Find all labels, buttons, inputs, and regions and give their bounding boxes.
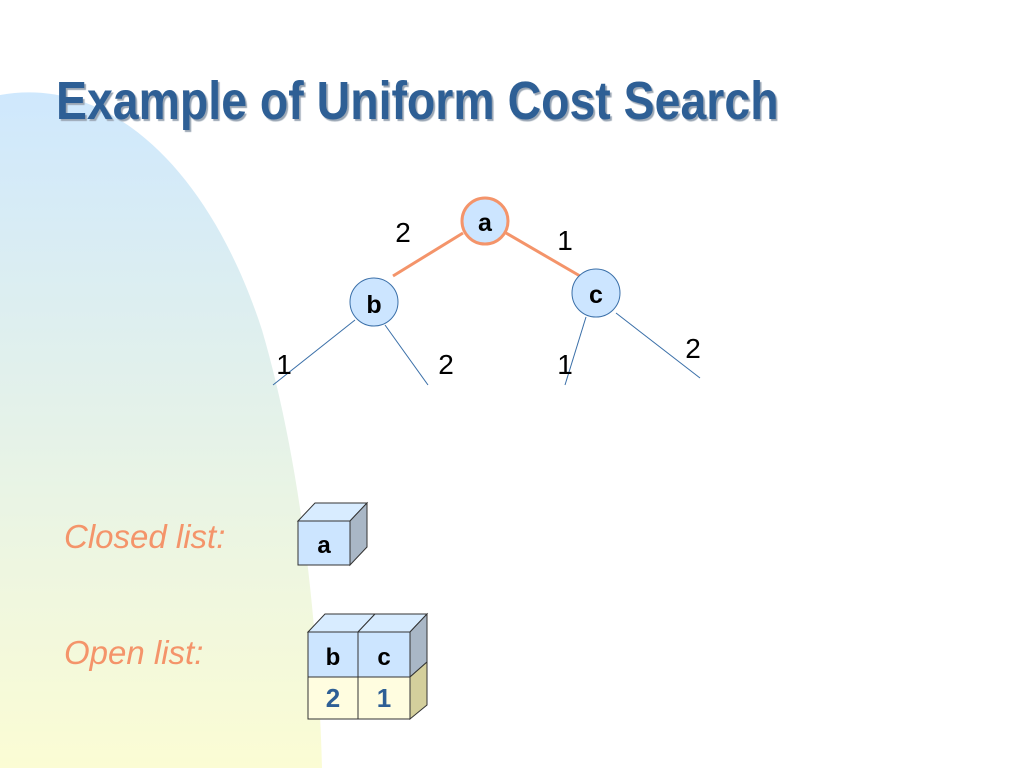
edge-cost-labels: 2 1 1 2 1 2 bbox=[276, 217, 701, 380]
node-label-a: a bbox=[478, 209, 493, 237]
closed-list-item-label: a bbox=[317, 532, 331, 559]
edge-cost-b-right: 2 bbox=[438, 349, 454, 380]
open-list-cost-cell-c bbox=[357, 676, 411, 720]
node-label-c: c bbox=[589, 281, 603, 309]
edge-cost-a-b: 2 bbox=[395, 217, 411, 248]
tree-node-a: a bbox=[460, 196, 510, 246]
open-list-node-label-c: c bbox=[377, 644, 390, 671]
edge-cost-c-right: 2 bbox=[685, 333, 701, 364]
tree-edges bbox=[272, 231, 701, 386]
open-list-cost-cell-b bbox=[307, 676, 359, 720]
closed-list-label: Closed list: bbox=[64, 518, 226, 555]
edge-b-right bbox=[384, 324, 429, 386]
edge-b-left bbox=[272, 319, 356, 386]
closed-list-item-a: a bbox=[296, 501, 369, 567]
edge-c-right bbox=[615, 312, 701, 379]
edge-cost-b-left: 1 bbox=[276, 349, 292, 380]
background-gradient-shape bbox=[0, 92, 322, 768]
open-list-cost-c: 1 bbox=[377, 683, 391, 713]
edge-cost-a-c: 1 bbox=[557, 225, 573, 256]
open-list-node-label-b: b bbox=[326, 644, 341, 671]
tree-node-c: c bbox=[571, 268, 621, 318]
open-list-cost-b: 2 bbox=[326, 683, 340, 713]
edge-cost-c-left: 1 bbox=[557, 349, 573, 380]
edge-a-c bbox=[505, 231, 581, 278]
edge-c-left bbox=[564, 316, 587, 386]
tree-node-b: b bbox=[349, 277, 399, 327]
open-list-item-c: c 1 bbox=[357, 631, 411, 720]
open-list-item-b: b 2 bbox=[307, 631, 359, 720]
slide-title: Example of Uniform Cost Search bbox=[56, 71, 779, 131]
node-label-b: b bbox=[366, 291, 381, 319]
open-list-label: Open list: bbox=[64, 634, 204, 671]
edge-a-b bbox=[392, 231, 464, 278]
open-list: b 2 c 1 bbox=[306, 612, 429, 721]
